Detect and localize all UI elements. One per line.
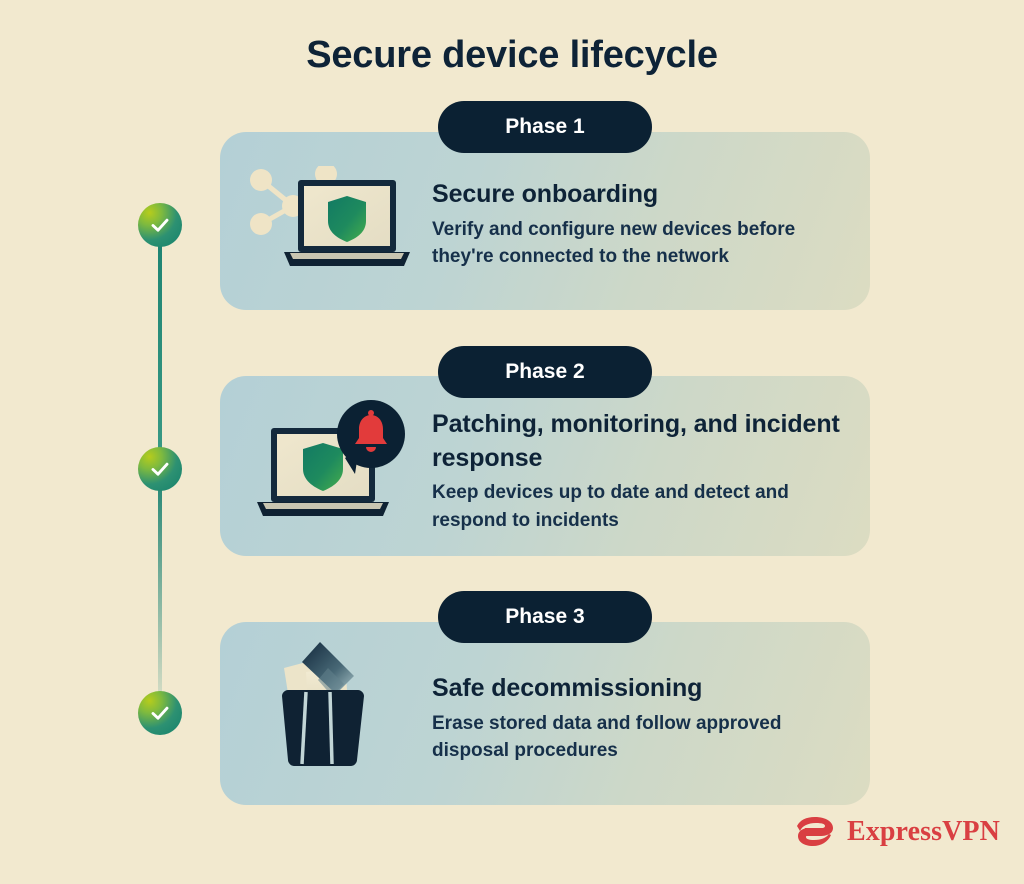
phase-3-heading: Safe decommissioning — [432, 674, 703, 702]
timeline-connector-1 — [158, 225, 162, 475]
trash-bin-documents-icon — [262, 632, 390, 772]
phase-2-text: Patching, monitoring, and incident respo… — [432, 408, 862, 535]
check-icon — [148, 701, 172, 725]
expressvpn-wordmark: ExpressVPN — [847, 816, 1000, 847]
phase-2-pill-label: Phase 2 — [505, 360, 585, 383]
page-title: Secure device lifecycle — [306, 34, 718, 76]
phase-1-text: Secure onboarding Verify and configure n… — [432, 178, 862, 271]
phase-3-body: Erase stored data and follow approved di… — [432, 712, 782, 762]
laptop-shield-network-icon — [238, 166, 418, 274]
timeline-marker-phase-2[interactable] — [138, 447, 182, 491]
timeline-marker-phase-3[interactable] — [138, 691, 182, 735]
phase-3-pill-label: Phase 3 — [505, 605, 585, 628]
phase-1-body: Verify and configure new devices before … — [432, 218, 796, 268]
phase-2-pill[interactable]: Phase 2 — [438, 346, 652, 398]
check-icon — [148, 457, 172, 481]
check-icon — [148, 213, 172, 237]
phase-1-heading: Secure onboarding — [432, 180, 659, 208]
phase-1-pill[interactable]: Phase 1 — [438, 101, 652, 153]
phase-3-pill[interactable]: Phase 3 — [438, 591, 652, 643]
expressvpn-logo[interactable]: ExpressVPN — [795, 815, 1000, 849]
timeline-marker-phase-1[interactable] — [138, 203, 182, 247]
timeline-rail — [138, 195, 182, 755]
timeline-connector-2 — [158, 469, 162, 719]
laptop-shield-alert-icon — [255, 398, 415, 526]
phase-1-pill-label: Phase 1 — [505, 115, 585, 138]
expressvpn-e-mark-icon — [795, 815, 837, 849]
phase-3-text: Safe decommissioning Erase stored data a… — [432, 672, 862, 765]
phase-2-heading: Patching, monitoring, and incident respo… — [432, 410, 840, 472]
phase-2-body: Keep devices up to date and detect and r… — [432, 482, 789, 531]
